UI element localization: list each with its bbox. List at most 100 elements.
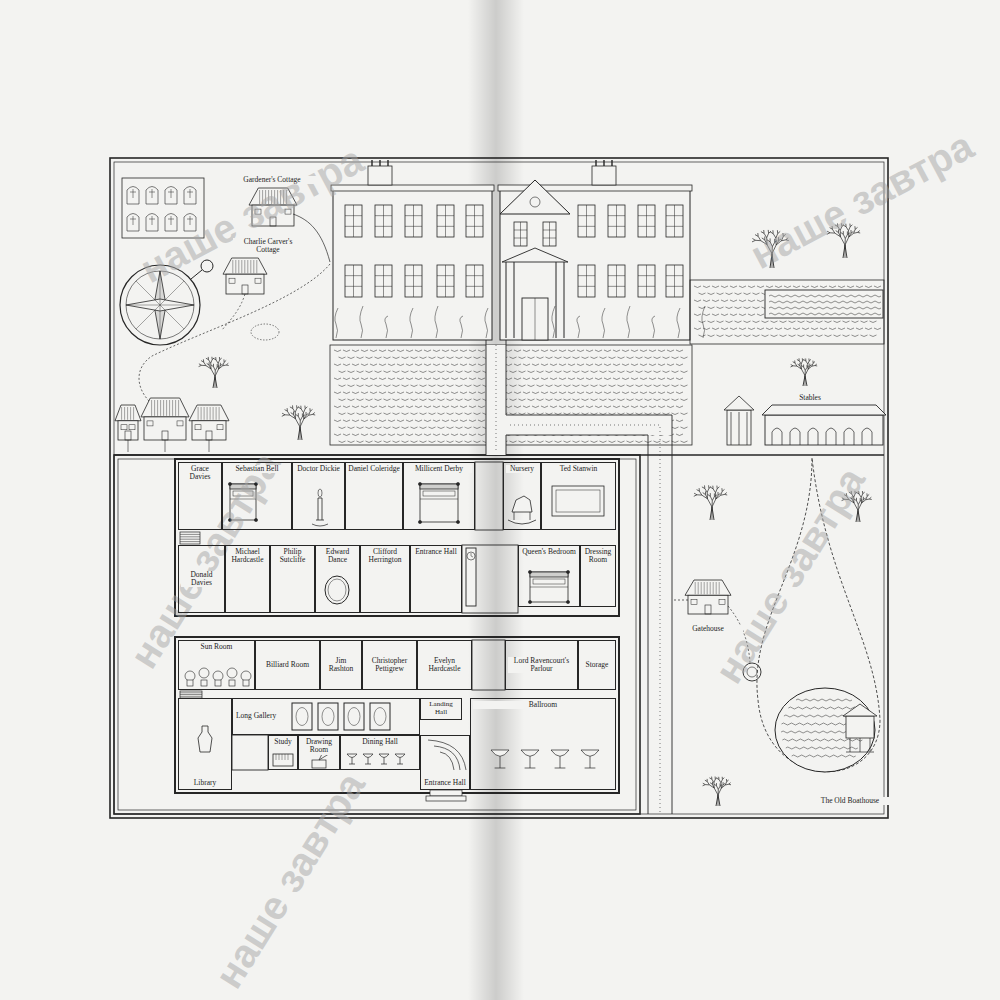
pot-plant xyxy=(199,668,209,678)
forecourt xyxy=(330,345,692,445)
boathouse-roof xyxy=(843,704,877,716)
house-wing xyxy=(175,637,619,793)
room-name: Entrance Hall xyxy=(423,779,467,787)
room-box: Daniel Coleridge xyxy=(345,462,403,530)
window-bars xyxy=(375,265,392,297)
window xyxy=(543,222,556,246)
window-bars xyxy=(466,205,483,237)
tomb-cross xyxy=(130,189,136,198)
window-bars xyxy=(514,222,527,246)
bed xyxy=(420,484,458,522)
room-box: Storage xyxy=(578,640,616,690)
glass-bowl xyxy=(521,750,539,756)
tree-trunk xyxy=(716,795,720,806)
cobblestones xyxy=(334,350,688,443)
cottage-window xyxy=(129,425,135,430)
pavilion-pediment xyxy=(724,396,754,410)
room-name: Sun Room xyxy=(181,643,252,651)
footpath xyxy=(672,600,688,601)
tree xyxy=(199,357,229,388)
room-box: Landing Hall xyxy=(420,698,462,720)
window-bars xyxy=(608,205,625,237)
window-bars xyxy=(608,265,625,297)
room-name: Clifford Herrington xyxy=(363,548,407,565)
bed-post xyxy=(254,518,257,521)
room-box: Dining Hall xyxy=(340,735,420,770)
tombstone xyxy=(146,187,158,205)
pavilion-columns xyxy=(731,412,747,445)
bed-post xyxy=(566,600,569,603)
rocking-horse xyxy=(514,512,530,520)
tombstone xyxy=(127,187,139,205)
plant-pot xyxy=(215,680,221,686)
room xyxy=(475,462,503,530)
thatch xyxy=(122,407,134,420)
glass-stem xyxy=(397,758,403,765)
room-box: Michael Hardcastle xyxy=(225,545,270,613)
room xyxy=(462,545,518,613)
glass-bowl xyxy=(551,750,569,756)
bed-post xyxy=(528,570,531,573)
window xyxy=(608,205,625,237)
window xyxy=(405,265,422,297)
room-box: Nursery xyxy=(503,462,541,530)
room-name: Entrance Hall xyxy=(413,548,459,556)
room-box: Evelyn Hardcastle xyxy=(417,640,472,690)
bed-post xyxy=(566,570,569,573)
room-box: Christopher Pettigrew xyxy=(362,640,417,690)
cottage-window xyxy=(255,278,261,283)
window xyxy=(437,205,454,237)
cottage-door xyxy=(242,285,248,294)
room-name: Sebastian Bell xyxy=(225,465,289,473)
cottage-roof xyxy=(685,580,731,595)
piano xyxy=(273,754,293,766)
tombstone xyxy=(165,214,177,232)
door-leaf xyxy=(535,298,536,340)
water xyxy=(769,295,881,315)
room-name: Storage xyxy=(581,661,613,669)
cottage-window xyxy=(229,278,235,283)
window xyxy=(345,265,362,297)
glass-stem xyxy=(365,758,371,765)
rug xyxy=(552,486,604,516)
room-box: Entrance Hall xyxy=(420,735,470,790)
terrace xyxy=(690,280,884,344)
tree-trunk xyxy=(803,376,807,386)
pediment xyxy=(500,180,570,214)
glass-bowl xyxy=(363,754,373,758)
room-name: Ballroom xyxy=(473,701,613,709)
window-bars xyxy=(638,265,655,297)
window-bars xyxy=(437,205,454,237)
plant-pot xyxy=(187,680,193,686)
room-box: Edward Dance xyxy=(315,545,360,613)
plan-frame xyxy=(114,455,640,814)
bed xyxy=(530,572,568,602)
portrait xyxy=(296,708,308,726)
gramophone xyxy=(312,760,326,768)
window-bars xyxy=(543,222,556,246)
entrance-steps xyxy=(430,790,462,796)
room-box: Jim Rashton xyxy=(320,640,362,690)
cottage-window xyxy=(147,421,153,426)
bed-post xyxy=(528,600,531,603)
tree xyxy=(282,405,315,440)
window xyxy=(608,265,625,297)
window xyxy=(578,265,595,297)
window-bars xyxy=(666,265,683,297)
cottage-door xyxy=(705,605,711,614)
place-label: Gardener's Cottage xyxy=(227,176,317,184)
compass-bow xyxy=(191,270,202,279)
room-name: Nursery xyxy=(506,465,538,473)
hedge-patch xyxy=(251,324,279,340)
window xyxy=(466,265,483,297)
decanter xyxy=(198,726,212,752)
room-box: Library xyxy=(178,698,232,790)
driveway-edge xyxy=(486,340,672,814)
room xyxy=(232,735,268,770)
window xyxy=(345,205,362,237)
portico-roof xyxy=(502,248,568,262)
thatch xyxy=(152,400,179,416)
room-box: Doctor Dickie xyxy=(292,462,345,530)
bed-headboard xyxy=(420,484,458,489)
